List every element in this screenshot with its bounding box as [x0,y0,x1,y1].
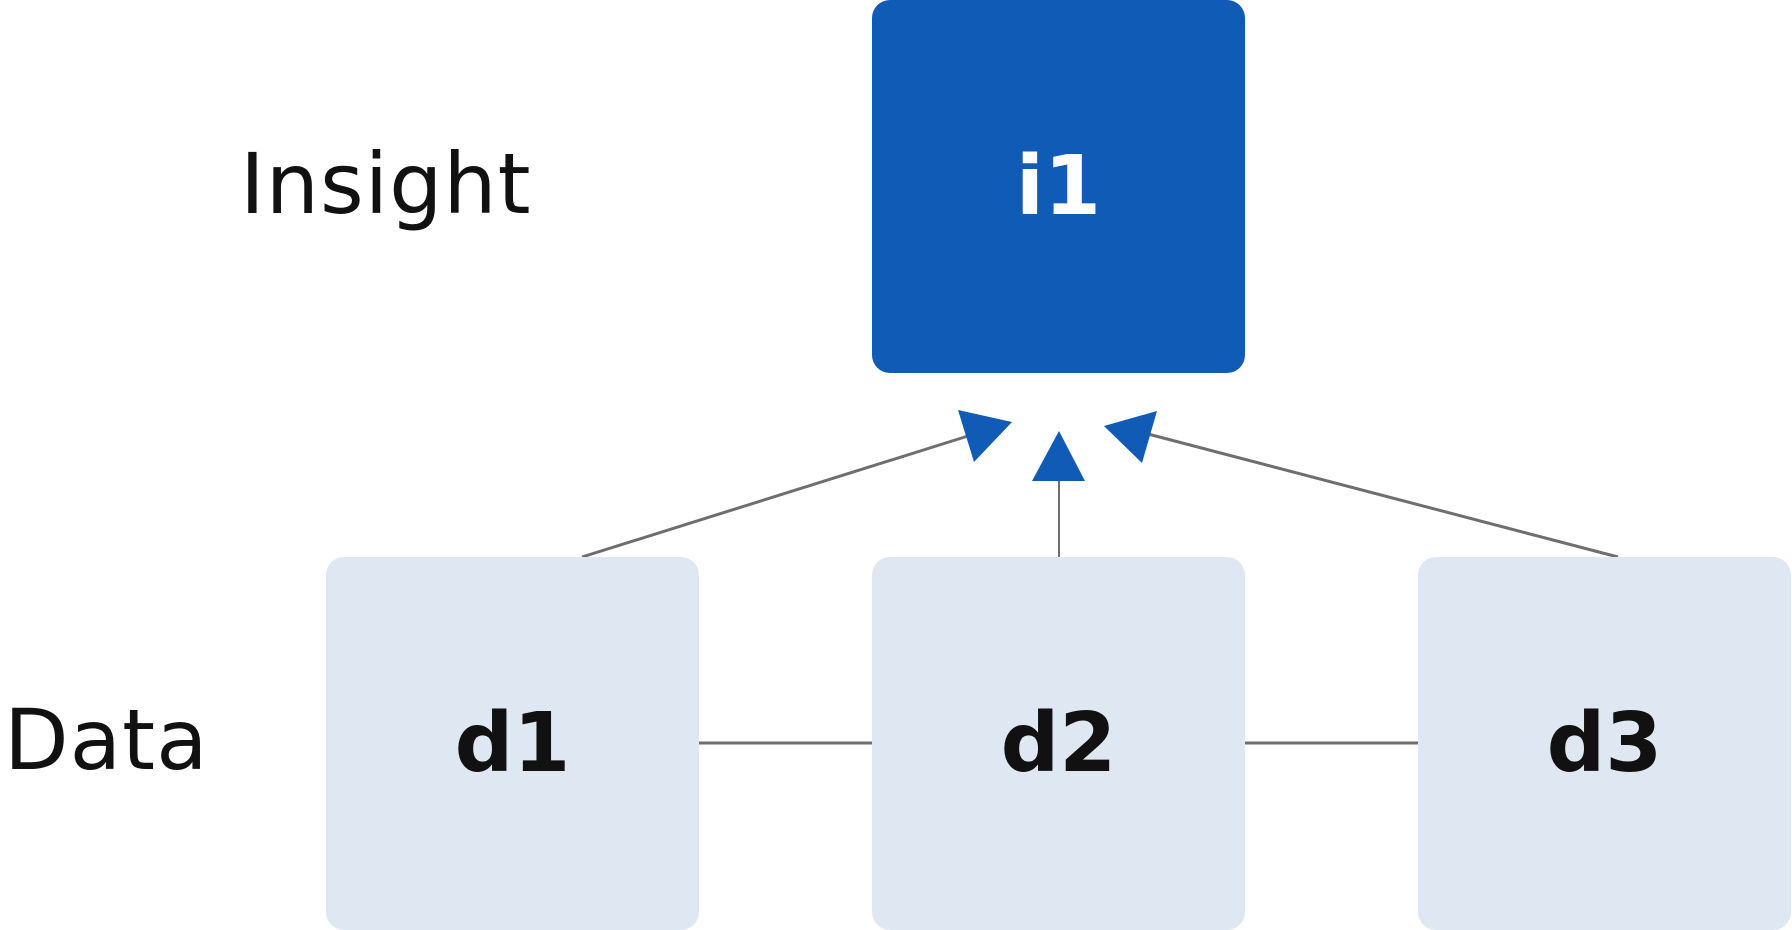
node-d2-label: d2 [1000,695,1117,791]
node-i1-label: i1 [1015,138,1102,234]
node-d3[interactable]: d3 [1418,557,1791,930]
node-d3-label: d3 [1546,695,1663,791]
arrowhead-d3-i1 [1104,411,1157,463]
row-label-insight: Insight [240,135,532,233]
node-d1-label: d1 [454,695,571,791]
node-d2[interactable]: d2 [872,557,1245,930]
row-label-data: Data [4,691,209,789]
node-d1[interactable]: d1 [326,557,699,930]
edge-d1-i1 [581,434,969,559]
arrowhead-d1-i1 [958,410,1012,462]
arrowhead-d2-i1 [1032,431,1085,481]
node-i1[interactable]: i1 [872,0,1245,373]
edge-d3-i1 [1147,432,1619,559]
